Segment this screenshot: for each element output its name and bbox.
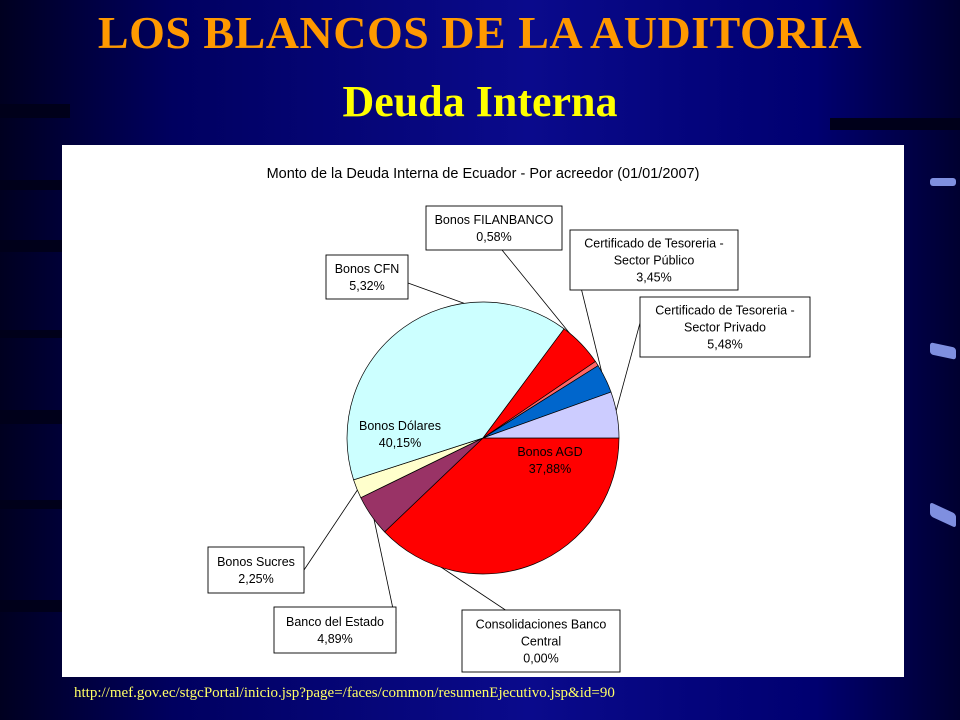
data-label-box-3 (207, 546, 305, 594)
chart-title: Monto de la Deuda Interna de Ecuador - P… (267, 166, 700, 182)
chart-panel: Monto de la Deuda Interna de Ecuador - P… (62, 145, 904, 677)
data-label-3-line-0: Bonos Sucres (217, 555, 295, 569)
background-stripe (0, 180, 64, 190)
data-label-0-line-0: Bonos AGD (517, 445, 582, 459)
data-label-box-7 (569, 229, 739, 291)
data-label-box-1 (461, 609, 621, 673)
decorative-dash (930, 342, 956, 360)
data-label-1-line-1: Central (521, 635, 561, 649)
background-stripe (0, 104, 70, 118)
leader-line-8 (614, 322, 641, 416)
pie-slice-8 (482, 391, 620, 439)
data-label-2-line-0: Banco del Estado (286, 615, 384, 629)
data-label-5-line-1: 5,32% (349, 279, 384, 293)
data-label-box-6 (425, 205, 563, 251)
slide-subtitle: Deuda Interna (342, 77, 618, 126)
decorative-dash (930, 501, 956, 529)
decorative-dash (930, 178, 956, 186)
data-label-8-line-1: Sector Privado (684, 321, 766, 335)
data-label-1-line-0: Consolidaciones Banco (476, 618, 607, 632)
background-stripe (0, 240, 64, 252)
data-label-8-line-0: Certificado de Tesoreria - (655, 304, 794, 318)
data-label-7-line-2: 3,45% (636, 271, 671, 285)
data-label-6-line-1: 0,58% (476, 230, 511, 244)
data-label-box-2 (273, 606, 397, 654)
pie-slice-4 (346, 301, 565, 481)
data-label-3-line-1: 2,25% (238, 572, 273, 586)
source-url-link[interactable]: http://mef.gov.ec/stgcPortal/inicio.jsp?… (74, 685, 615, 701)
data-label-1-line-2: 0,00% (523, 652, 558, 666)
data-label-7-line-1: Sector Público (614, 254, 695, 268)
background-stripe (0, 330, 64, 338)
data-label-6-line-0: Bonos FILANBANCO (435, 213, 554, 227)
background-stripe (830, 118, 960, 130)
data-label-box-5 (325, 254, 409, 300)
leader-line-3 (303, 487, 360, 571)
background-stripe (0, 500, 64, 509)
data-label-7-line-0: Certificado de Tesoreria - (584, 237, 723, 251)
data-label-4-line-0: Bonos Dólares (359, 419, 441, 433)
pie-chart: Monto de la Deuda Interna de Ecuador - P… (207, 166, 811, 673)
data-label-0-line-1: 37,88% (529, 462, 571, 476)
data-label-box-8 (639, 296, 811, 358)
slide-title: LOS BLANCOS DE LA AUDITORIA (97, 7, 863, 58)
background-stripe (0, 410, 64, 424)
pie-slice-0 (384, 437, 620, 575)
data-label-2-line-1: 4,89% (317, 632, 352, 646)
data-label-5-line-0: Bonos CFN (335, 262, 400, 276)
data-label-4-line-1: 40,15% (379, 436, 421, 450)
leader-line-2 (372, 514, 397, 624)
background-stripe (0, 600, 64, 612)
data-label-8-line-2: 5,48% (707, 338, 742, 352)
